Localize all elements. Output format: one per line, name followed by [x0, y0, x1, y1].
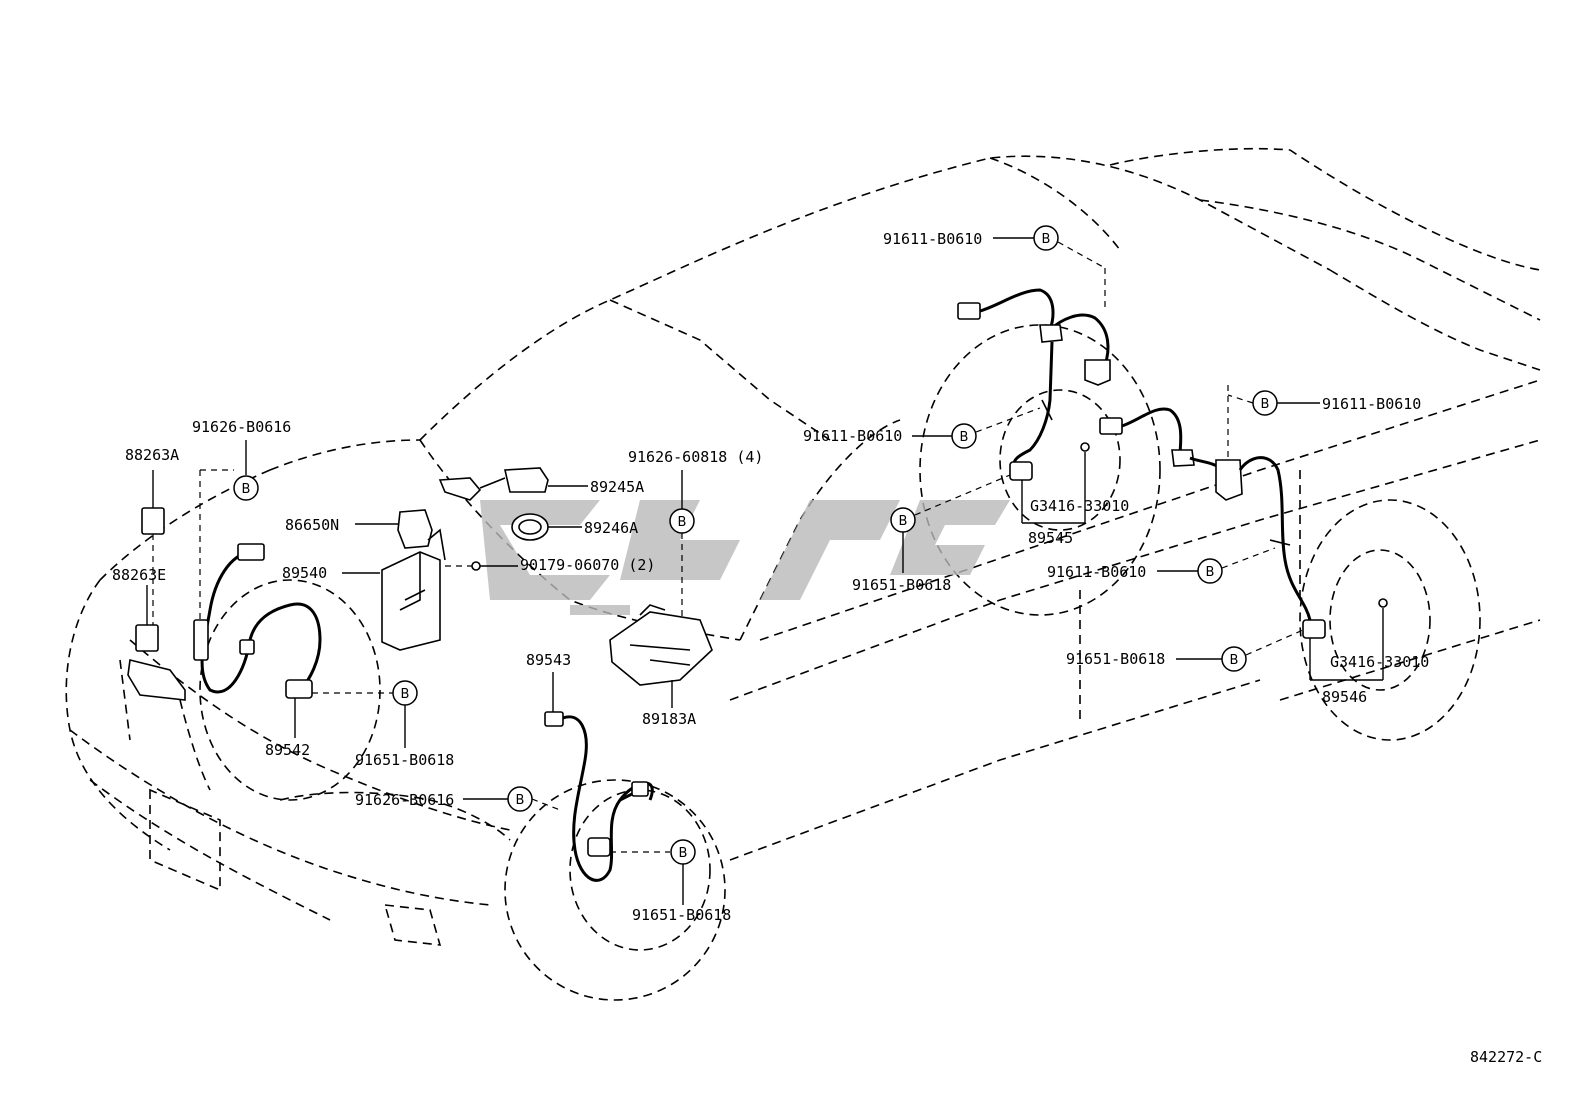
label-91626-B0616-fr: 91626-B0616 — [355, 791, 454, 809]
label-89545: 89545 — [1028, 529, 1073, 547]
bolt-badge-3: B — [669, 508, 695, 534]
ring-89246A — [511, 513, 582, 541]
label-90179-06070: 90179-06070 (2) — [520, 556, 655, 574]
label-89245A: 89245A — [590, 478, 644, 496]
bolt-badge-9: B — [1252, 390, 1278, 416]
bolt-badge-10: B — [1197, 558, 1223, 584]
label-89543: 89543 — [526, 651, 571, 669]
label-91611-B0610-rr: 91611-B0610 — [1047, 563, 1146, 581]
bolt-badge-7: B — [951, 423, 977, 449]
ecu-89540 — [381, 528, 446, 651]
bracket-89183A — [609, 604, 713, 708]
svg-text:B: B — [1206, 565, 1215, 580]
bolt-badge-5: B — [670, 839, 696, 865]
nut-90179 — [471, 561, 481, 571]
label-91626-60818: 91626-60818 (4) — [628, 448, 763, 466]
label-89183A: 89183A — [642, 710, 696, 728]
sensor-89543 — [587, 837, 670, 857]
label-91611-B0610-right: 91611-B0610 — [1322, 395, 1421, 413]
label-89540: 89540 — [282, 564, 327, 582]
label-88263E: 88263E — [112, 566, 166, 584]
sensor-89542 — [285, 679, 393, 738]
relay-88263E — [135, 585, 159, 652]
relay-88263A — [141, 470, 165, 625]
sensor-89245A — [438, 467, 588, 501]
rear-left-sensor-wire — [957, 288, 1111, 471]
label-91626-B0616-top: 91626-B0616 — [192, 418, 291, 436]
diagram-id: 842272-C — [1470, 1048, 1542, 1066]
front-right-sensor-wire — [544, 711, 654, 882]
label-89246A: 89246A — [584, 519, 638, 537]
label-91651-B0618-fl: 91651-B0618 — [355, 751, 454, 769]
rear-right-wheel — [1299, 499, 1481, 741]
relay-box — [127, 659, 186, 701]
svg-text:B: B — [1230, 653, 1239, 668]
bolt-badge-1: B — [233, 475, 259, 501]
svg-text:B: B — [1261, 397, 1270, 412]
svg-text:B: B — [1042, 232, 1051, 247]
bolt-badge-6: B — [1033, 225, 1059, 251]
label-91651-B0618-fr: 91651-B0618 — [632, 906, 731, 924]
svg-text:B: B — [960, 430, 969, 445]
svg-text:B: B — [678, 515, 687, 530]
rear-right-sensor-wire — [1099, 407, 1312, 621]
label-88263A: 88263A — [125, 446, 179, 464]
sensor-89545 — [1009, 442, 1090, 524]
label-91651-B0618-rl: 91651-B0618 — [852, 576, 951, 594]
front-left-sensor-wire — [193, 543, 322, 694]
buzzer-86650N — [397, 509, 433, 549]
bolt-badge-4: B — [507, 786, 533, 812]
label-89542: 89542 — [265, 741, 310, 759]
bolt-badge-2: B — [392, 680, 418, 706]
svg-text:B: B — [401, 687, 410, 702]
label-91611-B0610-mid: 91611-B0610 — [803, 427, 902, 445]
svg-text:B: B — [899, 514, 908, 529]
label-91651-B0618-rr: 91651-B0618 — [1066, 650, 1165, 668]
svg-text:B: B — [242, 482, 251, 497]
label-86650N: 86650N — [285, 516, 339, 534]
bolt-badge-11: B — [1221, 646, 1247, 672]
label-91611-B0610-top: 91611-B0610 — [883, 230, 982, 248]
svg-text:B: B — [516, 793, 525, 808]
sensor-89546 — [1302, 598, 1388, 681]
front-left-wheel — [199, 579, 381, 801]
label-G3416-33010-rl: G3416-33010 — [1030, 497, 1129, 515]
label-G3416-33010-rr: G3416-33010 — [1330, 653, 1429, 671]
bolt-badge-8: B — [890, 507, 916, 533]
svg-text:B: B — [679, 846, 688, 861]
label-89546: 89546 — [1322, 688, 1367, 706]
rear-left-wheel — [919, 324, 1161, 616]
